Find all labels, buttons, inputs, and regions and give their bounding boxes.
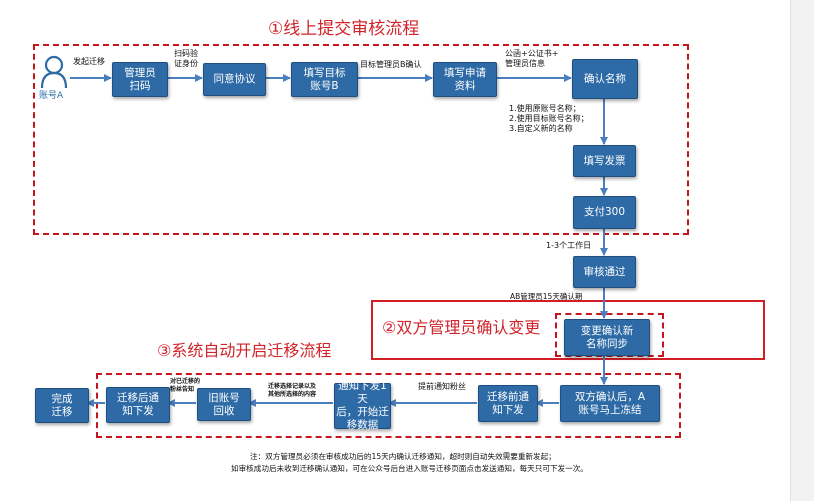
- footnote-line1: 注：双方管理员必须在审核成功后的15天内确认迁移通知，超时则自动失效需要重新发起…: [250, 452, 556, 461]
- stage2-title: ②双方管理员确认变更: [382, 318, 541, 337]
- stage3-frame: [96, 373, 681, 438]
- node-done: 完成 迁移: [35, 388, 89, 423]
- node-start-migrate: 通知下发1天 后，开始迁 移数据: [334, 380, 391, 431]
- node-admin-scan: 管理员 扫码: [112, 62, 168, 97]
- stage1-frame: [33, 44, 689, 235]
- label-workdays: 1-3个工作日: [546, 241, 592, 250]
- connector-layer: [70, 74, 608, 407]
- label-ab-confirm: AB管理员15天确认期: [510, 292, 583, 301]
- stage2-inner-frame: [555, 313, 664, 357]
- label-migrate-scope: 迁移选择记录以及 其他所选择的内容: [268, 383, 317, 398]
- flowchart-canvas: ①线上提交审核流程 ②双方管理员确认变更 ③系统自动开启迁移流程: [33, 19, 765, 473]
- node-agree-protocol: 同意协议: [203, 63, 266, 96]
- user-label: 账号A: [39, 91, 64, 101]
- stage2-frame: [371, 300, 765, 360]
- node-invoice: 填写发票: [573, 145, 636, 177]
- node-target-account: 填写目标 账号B: [291, 62, 358, 97]
- label-initiate: 发起迁移: [73, 57, 105, 66]
- node-review-passed: 审核通过: [573, 256, 636, 288]
- label-name-options: 1.使用原账号名称； 2.使用目标账号名称； 3.自定义新的名称: [509, 104, 589, 133]
- footnote-line2: 如审核成功后未收到迁移确认通知，可在公众号后台进入账号迁移页面点击发送通知，每天…: [231, 464, 588, 473]
- node-confirm-name: 确认名称: [572, 59, 638, 99]
- label-scan-verify: 扫码验 证身份: [174, 49, 198, 68]
- stage3-title: ③系统自动开启迁移流程: [157, 341, 332, 360]
- node-recycle: 旧账号 回收: [197, 388, 251, 421]
- label-documents: 公函+公证书+ 管理员信息: [505, 49, 559, 68]
- right-scroll-area: [790, 0, 814, 501]
- node-freeze: 双方确认后，A 账号马上冻结: [560, 385, 660, 422]
- label-admin-b-confirm: 目标管理员B确认: [360, 60, 422, 69]
- label-notify-fans: 提前通知粉丝: [418, 382, 466, 391]
- node-post-notify: 迁移后通 知下发: [106, 387, 170, 423]
- label-notify-migrated: 对已迁移的 粉丝告知: [170, 378, 201, 393]
- user-icon: [40, 55, 68, 89]
- right-divider: [790, 0, 791, 501]
- node-name-sync: 变更确认新 名称同步: [564, 319, 650, 356]
- stage1-title: ①线上提交审核流程: [268, 19, 420, 39]
- node-pay: 支付300: [573, 196, 636, 229]
- node-application-info: 填写申请 资料: [433, 62, 497, 97]
- node-pre-notify: 迁移前通 知下发: [478, 385, 538, 422]
